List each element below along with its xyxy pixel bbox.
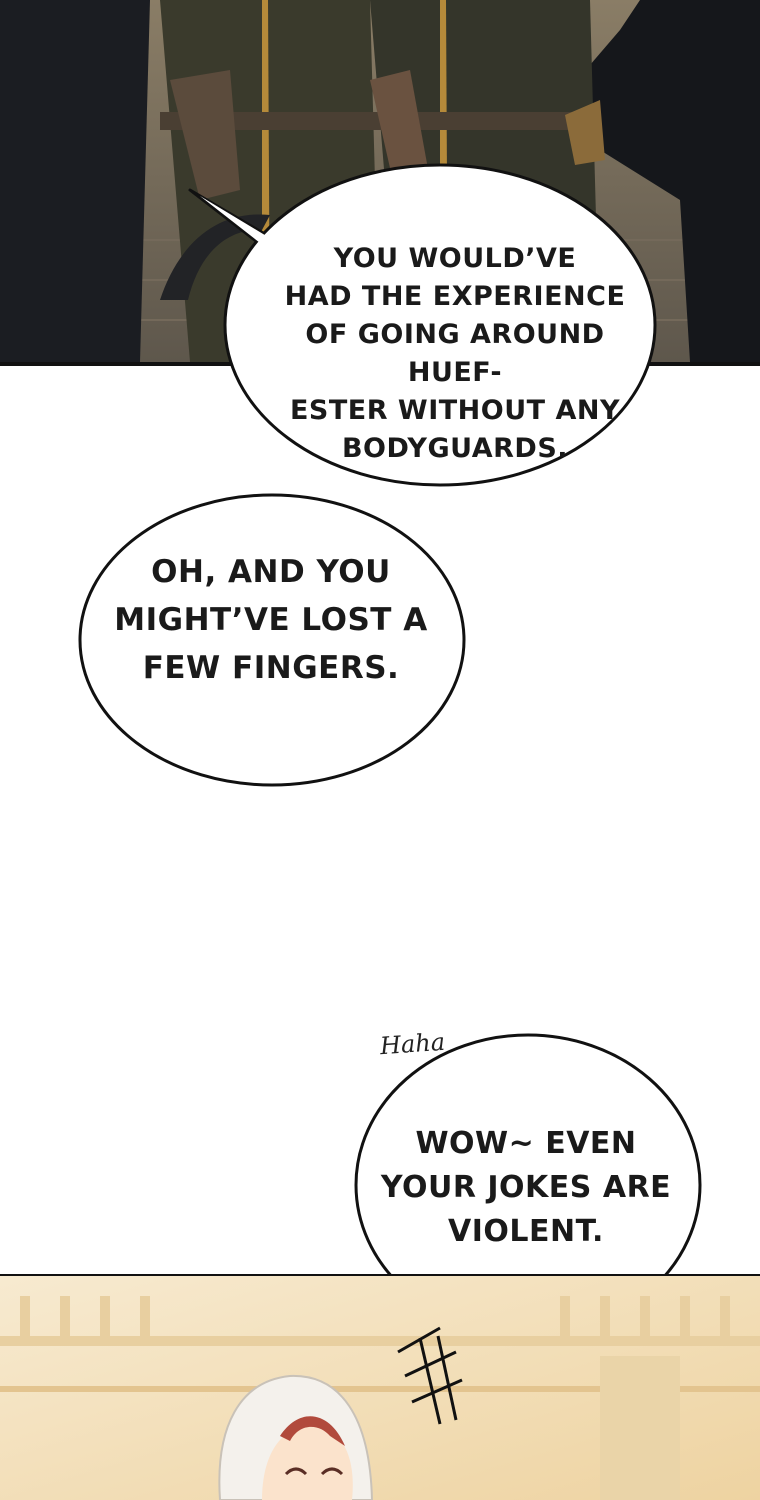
bubble-line: YOU WOULD’VE: [333, 243, 577, 274]
bubble-line: HAD THE EXPERIENCE: [284, 281, 626, 312]
bubble-line: FEW FINGERS.: [142, 650, 400, 686]
bubble-line: BODYGUARDS.: [341, 433, 569, 464]
bubble-line: ESTER WITHOUT ANY: [289, 395, 621, 426]
laugh-emphasis-marks: [397, 1326, 463, 1425]
haha-sound-effect: Haha: [379, 1027, 446, 1061]
bubble-line: OF GOING AROUND HUEF-: [305, 319, 605, 388]
speech-bubble-1-text: YOU WOULD’VE HAD THE EXPERIENCE OF GOING…: [255, 240, 655, 468]
bubble-line: YOUR JOKES ARE: [380, 1170, 672, 1205]
bubble-line: WOW~ EVEN: [415, 1126, 637, 1161]
speech-bubble-2: [78, 493, 466, 787]
speech-bubble-2-text: OH, AND YOU MIGHT’VE LOST A FEW FINGERS.: [100, 548, 442, 692]
bubble-line: VIOLENT.: [448, 1214, 604, 1249]
speech-bubble-3-text: WOW~ EVEN YOUR JOKES ARE VIOLENT.: [370, 1122, 682, 1254]
laughing-character-scene: [0, 1276, 760, 1500]
bubble-line: MIGHT’VE LOST A: [114, 602, 428, 638]
speech-bubble-1: [188, 163, 657, 487]
bubble-line: OH, AND YOU: [151, 554, 391, 590]
bottom-panel-illustration: [0, 1276, 760, 1500]
